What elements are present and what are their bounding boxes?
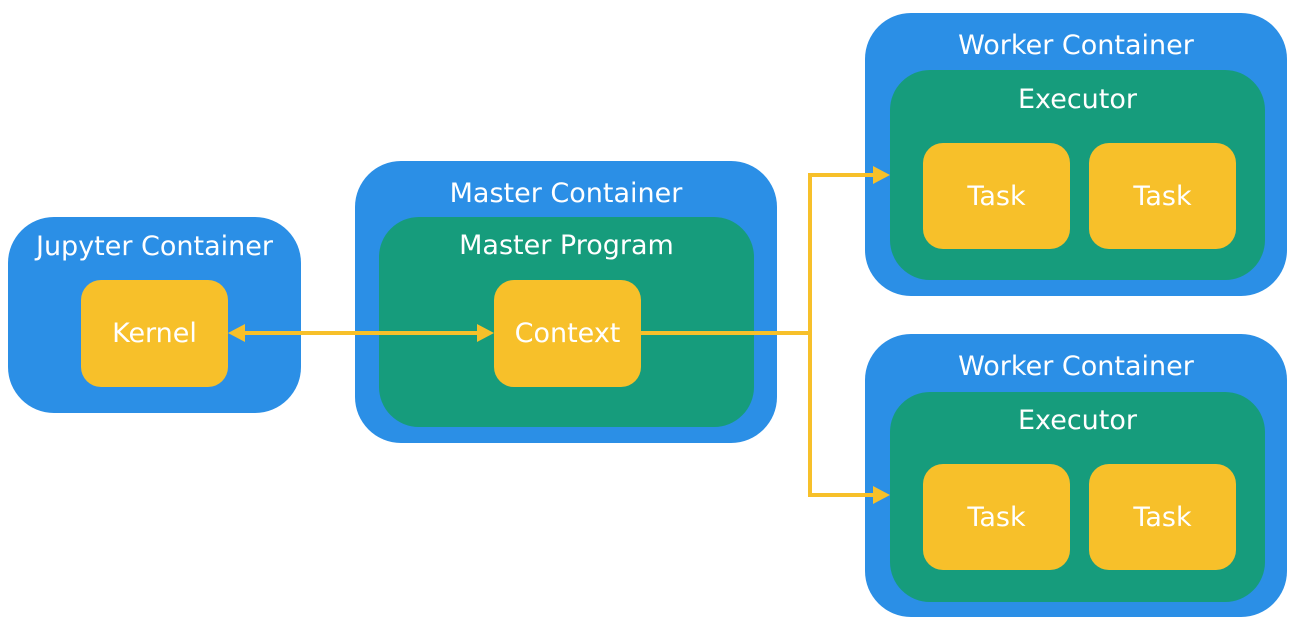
jupyter-container-title: Jupyter Container <box>35 231 273 262</box>
master-program-title: Master Program <box>459 230 674 261</box>
master-container-title: Master Container <box>449 178 683 209</box>
task-node: Task <box>923 143 1070 249</box>
context-node: Context <box>494 280 641 387</box>
worker-container-title: Worker Container <box>958 30 1194 61</box>
task-node: Task <box>1089 464 1236 570</box>
jupyter-container: Jupyter Container Kernel <box>8 217 301 413</box>
worker-container-1: Worker Container Executor Task Task <box>865 13 1287 296</box>
worker-container-2: Worker Container Executor Task Task <box>865 334 1287 617</box>
task-node: Task <box>923 464 1070 570</box>
executor-2: Executor Task Task <box>890 392 1265 602</box>
kernel-node: Kernel <box>81 280 228 387</box>
executor-title: Executor <box>1018 405 1137 436</box>
worker-container-title: Worker Container <box>958 351 1194 382</box>
master-program: Master Program Context <box>379 217 754 427</box>
master-container: Master Container Master Program Context <box>355 161 777 443</box>
task-node: Task <box>1089 143 1236 249</box>
executor-title: Executor <box>1018 84 1137 115</box>
executor-1: Executor Task Task <box>890 70 1265 280</box>
